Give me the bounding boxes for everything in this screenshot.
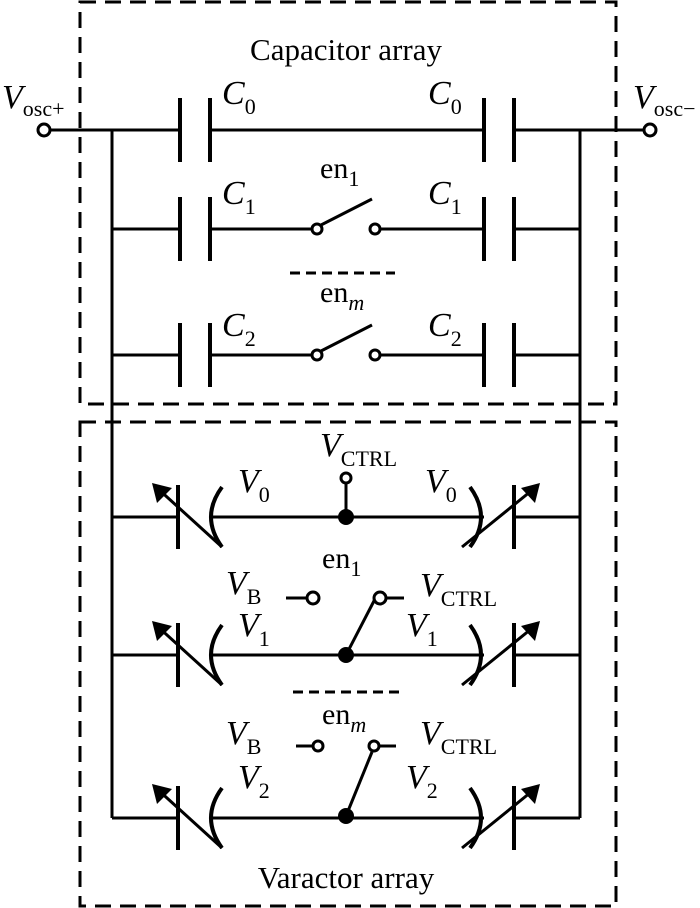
svg-text:V0: V0 xyxy=(238,463,270,507)
varactor-row-2: enm VB VCTRL V2 V2 xyxy=(112,698,580,850)
capacitor-array-title: Capacitor array xyxy=(250,32,442,67)
vctrl-label: VCTRL xyxy=(320,427,397,471)
cap-label-right: C0 xyxy=(428,75,462,119)
cap-label-left: C0 xyxy=(222,75,256,119)
svg-text:V2: V2 xyxy=(238,759,270,803)
svg-text:V1: V1 xyxy=(406,607,438,651)
switch-blade xyxy=(320,323,373,353)
vctrl-label: VCTRL xyxy=(420,567,497,611)
switch-label-enm: enm xyxy=(320,276,364,315)
cap-row-2: C2 C2 enm xyxy=(112,276,580,387)
capacitor-array-box xyxy=(78,0,618,406)
vb-label: VB xyxy=(226,565,261,609)
varactor-row-0: VCTRL V0 V0 xyxy=(112,427,580,549)
switch-blade xyxy=(344,598,377,656)
svg-text:Vosc−: Vosc− xyxy=(633,79,696,121)
cap-row-0: C0 C0 xyxy=(178,75,516,162)
svg-text:V0: V0 xyxy=(425,463,457,507)
svg-text:en1: en1 xyxy=(322,542,361,581)
svg-text:enm: enm xyxy=(322,698,366,737)
svg-text:V2: V2 xyxy=(406,759,438,803)
varactor-row-1: en1 VB VCTRL V1 V1 xyxy=(112,542,580,687)
svg-text:C1: C1 xyxy=(222,175,256,219)
cap-row-1: C1 C1 en1 xyxy=(112,152,580,261)
switch-label-en1: en1 xyxy=(320,152,359,191)
vctrl-label: VCTRL xyxy=(420,715,497,759)
switch-blade xyxy=(344,751,374,817)
port-vosc-plus: Vosc+ xyxy=(2,79,180,138)
svg-text:C2: C2 xyxy=(222,307,256,351)
svg-text:Vosc+: Vosc+ xyxy=(2,79,65,121)
varactor-array-title: Varactor array xyxy=(258,860,435,895)
varactor-array-box xyxy=(78,420,618,908)
svg-text:C1: C1 xyxy=(428,175,462,219)
svg-text:V1: V1 xyxy=(238,607,270,651)
vb-label: VB xyxy=(226,715,261,759)
port-vosc-minus: Vosc− xyxy=(514,79,696,138)
switch-blade xyxy=(320,197,373,227)
svg-text:C2: C2 xyxy=(428,307,462,351)
